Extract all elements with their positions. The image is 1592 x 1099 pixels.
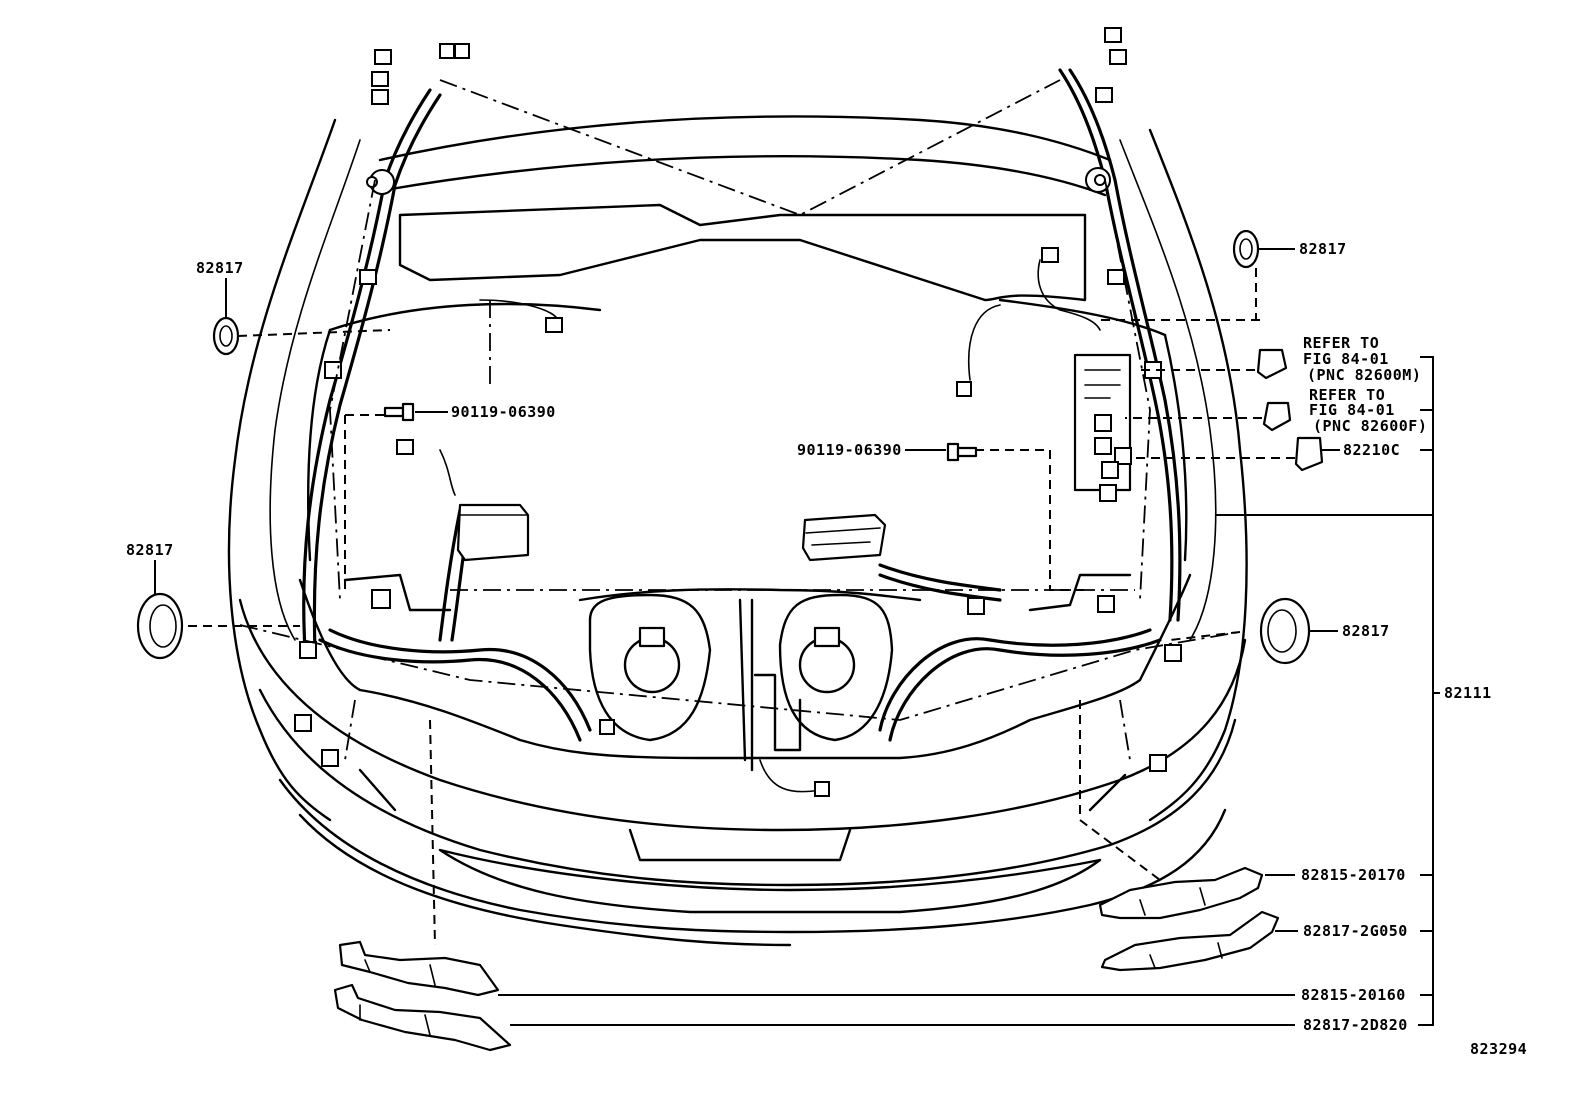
junction-blocks — [456, 353, 1132, 562]
label-protector-l1: 82815-20160 — [1301, 986, 1406, 1004]
label-refer-1-line1: REFER TO — [1303, 334, 1380, 352]
assembly-lines — [239, 79, 1241, 761]
label-grommet-upper-left: 82817 — [196, 259, 244, 277]
dashed-leaders — [188, 268, 1295, 946]
protectors — [333, 866, 1280, 1052]
label-protector-r1: 82815-20170 — [1301, 866, 1406, 884]
label-grommet-mid-right: 82817 — [1342, 622, 1390, 640]
label-refer-1-line2: FIG 84-01 — [1303, 350, 1389, 368]
label-protector-r2: 82817-2G050 — [1303, 922, 1408, 940]
grommets — [136, 229, 1311, 665]
bolts — [383, 402, 978, 462]
relays — [1256, 348, 1324, 472]
connectors — [294, 27, 1182, 797]
label-bolt-left: 90119-06390 — [451, 403, 556, 421]
label-refer-2-line2: FIG 84-01 — [1309, 401, 1395, 419]
car-body-outline — [227, 115, 1248, 947]
label-grommet-upper-right: 82817 — [1299, 240, 1347, 258]
label-refer-2-line3: (PNC 82600F) — [1313, 417, 1428, 435]
label-figure-number: 823294 — [1470, 1040, 1528, 1058]
label-refer-1-line3: (PNC 82600M) — [1307, 366, 1422, 384]
label-grommet-mid-left: 82817 — [126, 541, 174, 559]
label-bolt-right: 90119-06390 — [797, 441, 902, 459]
label-refer-2-line1: REFER TO — [1309, 386, 1386, 404]
label-relay: 82210C — [1343, 441, 1401, 459]
label-protector-l2: 82817-2D820 — [1303, 1016, 1408, 1034]
callout-leaders — [154, 248, 1440, 1026]
label-harness-main: 82111 — [1444, 684, 1492, 702]
